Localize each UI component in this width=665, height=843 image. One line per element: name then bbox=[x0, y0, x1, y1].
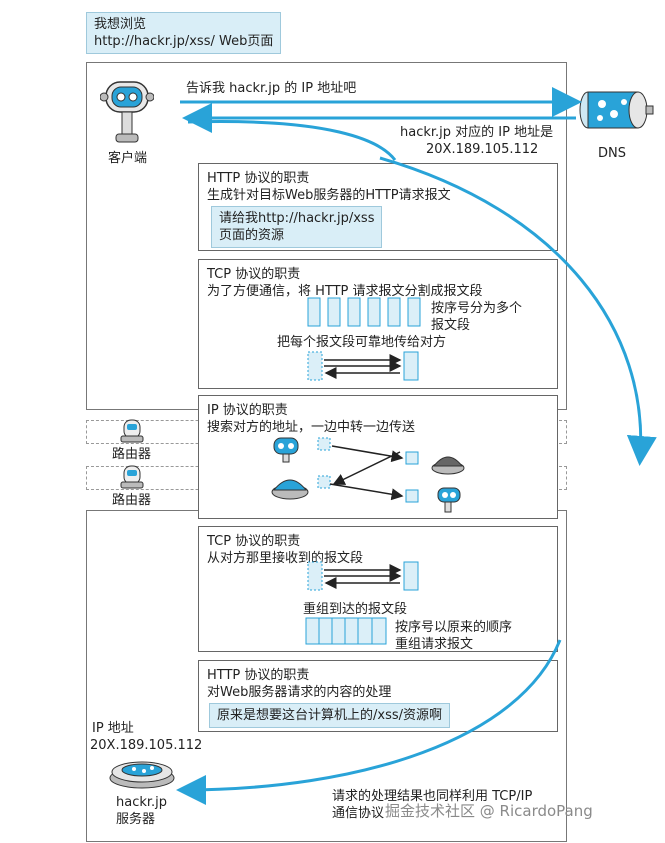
tcp-client-seq-line1: 按序号分为多个 bbox=[431, 301, 523, 316]
http-client-bubble: 请给我http://hackr.jp/xss 页面的资源 bbox=[211, 206, 383, 248]
client-robot-icon bbox=[100, 81, 154, 143]
http-server-bubble: 原来是想要这台计算机上的/xss/资源啊 bbox=[209, 703, 450, 728]
dns-answer-line2: 20X.189.105.112 bbox=[426, 142, 539, 157]
http-client-bubble-line2: 页面的资源 bbox=[219, 228, 285, 243]
ip-title: IP 协议的职责 bbox=[207, 403, 288, 418]
http-server-desc: 对Web服务器请求的内容的处理 bbox=[207, 685, 392, 700]
dns-server-icon bbox=[579, 91, 654, 129]
tcp-client-seq-line2: 报文段 bbox=[431, 318, 471, 333]
top-note: 我想浏览 http://hackr.jp/xss/ Web页面 bbox=[86, 12, 282, 54]
result-line1: 请求的处理结果也同样利用 TCP/IP bbox=[332, 789, 533, 804]
http-client-title: HTTP 协议的职责 bbox=[207, 171, 310, 186]
router-icon bbox=[120, 419, 144, 443]
dns-label: DNS bbox=[598, 146, 626, 161]
watermark: 掘金技术社区 @ RicardoPang bbox=[385, 802, 593, 820]
result-line2: 通信协议 bbox=[332, 806, 385, 821]
top-note-line2: http://hackr.jp/xss/ Web页面 bbox=[94, 34, 274, 49]
tcp-server-order-line2: 重组请求报文 bbox=[395, 637, 474, 652]
top-note-line1: 我想浏览 bbox=[94, 17, 147, 32]
tcp-server-order-line1: 按序号以原来的顺序 bbox=[395, 620, 513, 635]
http-client-bubble-line1: 请给我http://hackr.jp/xss bbox=[219, 211, 375, 226]
server-ip-value: 20X.189.105.112 bbox=[90, 738, 203, 753]
ip-panel: IP 协议的职责 搜索对方的地址，一边中转一边传送 bbox=[198, 395, 558, 519]
dns-answer-line1: hackr.jp 对应的 IP 地址是 bbox=[400, 125, 554, 140]
http-server-title: HTTP 协议的职责 bbox=[207, 668, 310, 683]
tcp-server-panel: TCP 协议的职责 从对方那里接收到的报文段 重组到达的报文段 按序号以原来的顺… bbox=[198, 526, 558, 652]
tcp-client-desc: 为了方便通信，将 HTTP 请求报文分割成报文段 bbox=[207, 284, 483, 299]
server-icon bbox=[109, 761, 175, 789]
server-name-line1: hackr.jp bbox=[116, 795, 168, 810]
tcp-client-reliable: 把每个报文段可靠地传给对方 bbox=[277, 335, 447, 350]
server-name-line2: 服务器 bbox=[116, 812, 156, 827]
server-ip-label: IP 地址 bbox=[92, 721, 134, 736]
router-icon bbox=[120, 465, 144, 489]
http-server-panel: HTTP 协议的职责 对Web服务器请求的内容的处理 原来是想要这台计算机上的/… bbox=[198, 660, 558, 732]
tcp-server-title: TCP 协议的职责 bbox=[207, 534, 301, 549]
tcp-server-reassemble: 重组到达的报文段 bbox=[303, 602, 408, 617]
dns-query-text: 告诉我 hackr.jp 的 IP 地址吧 bbox=[186, 81, 357, 96]
http-client-desc: 生成针对目标Web服务器的HTTP请求报文 bbox=[207, 188, 451, 203]
router-label-2: 路由器 bbox=[112, 493, 152, 508]
ip-desc: 搜索对方的地址，一边中转一边传送 bbox=[207, 420, 416, 435]
http-client-panel: HTTP 协议的职责 生成针对目标Web服务器的HTTP请求报文 请给我http… bbox=[198, 163, 558, 251]
client-label: 客户端 bbox=[108, 151, 148, 166]
tcp-server-desc: 从对方那里接收到的报文段 bbox=[207, 551, 364, 566]
tcp-client-panel: TCP 协议的职责 为了方便通信，将 HTTP 请求报文分割成报文段 按序号分为… bbox=[198, 259, 558, 389]
router-label-1: 路由器 bbox=[112, 447, 152, 462]
tcp-client-title: TCP 协议的职责 bbox=[207, 267, 301, 282]
